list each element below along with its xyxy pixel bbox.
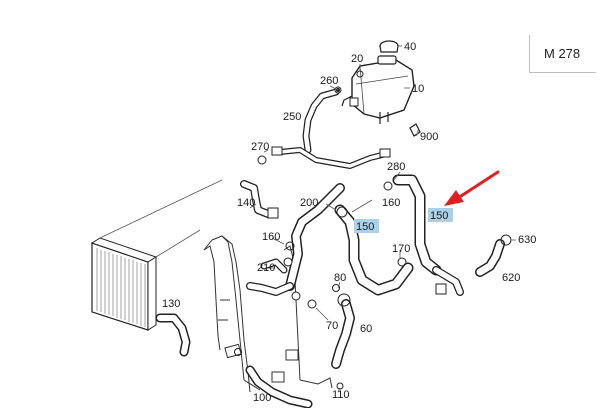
connector-170 (432, 266, 464, 296)
label-900: 900 (420, 131, 438, 143)
hose-250 (302, 86, 342, 154)
leader-lines (249, 45, 516, 393)
label-100: 100 (253, 392, 271, 404)
hose-100 (234, 348, 344, 409)
hose-200 (246, 183, 345, 301)
label-620: 620 (502, 272, 520, 284)
label-40: 40 (404, 41, 416, 53)
label-270: 270 (251, 141, 269, 153)
label-70: 70 (326, 320, 338, 332)
radiator (90, 179, 223, 331)
label-20: 20 (351, 53, 363, 65)
hose-150-right (392, 174, 442, 276)
label-280: 280 (387, 161, 405, 173)
hose-140 (240, 180, 279, 219)
label-630: 630 (518, 234, 536, 246)
label-160-left: 160 (262, 231, 280, 243)
tank-cap (379, 40, 399, 53)
label-110: 110 (332, 389, 350, 401)
label-160-right: 160 (382, 197, 400, 209)
highlight-150-right (428, 208, 453, 222)
callout-labels: 40 20 260 10 250 900 270 280 200 160 140… (162, 41, 536, 404)
hose-150-left (334, 204, 414, 296)
red-arrow (444, 170, 500, 206)
highlight-150-left (354, 219, 379, 233)
label-60: 60 (360, 323, 372, 335)
label-10: 10 (412, 83, 424, 95)
label-210: 210 (257, 262, 275, 274)
hose-130 (155, 313, 191, 357)
model-code-box: M 278 (529, 35, 596, 73)
label-260: 260 (320, 75, 338, 87)
hose-620 (475, 234, 512, 277)
hose-60 (307, 284, 355, 369)
label-80: 80 (334, 272, 346, 284)
label-130: 130 (162, 298, 180, 310)
label-140: 140 (237, 197, 255, 209)
o-ring-160-right (383, 181, 393, 191)
o-ring-160-left (285, 241, 295, 251)
model-code: M 278 (544, 46, 581, 61)
expansion-tank (341, 55, 415, 124)
label-170: 170 (392, 243, 410, 255)
label-150-left: 150 (356, 221, 374, 233)
label-200: 200 (300, 197, 318, 209)
label-150-right: 150 (430, 210, 448, 222)
sensor-900 (409, 123, 421, 137)
hose-210 (260, 258, 288, 274)
condenser-frame (203, 235, 333, 393)
hose-270 (257, 146, 391, 169)
label-250: 250 (283, 111, 301, 123)
